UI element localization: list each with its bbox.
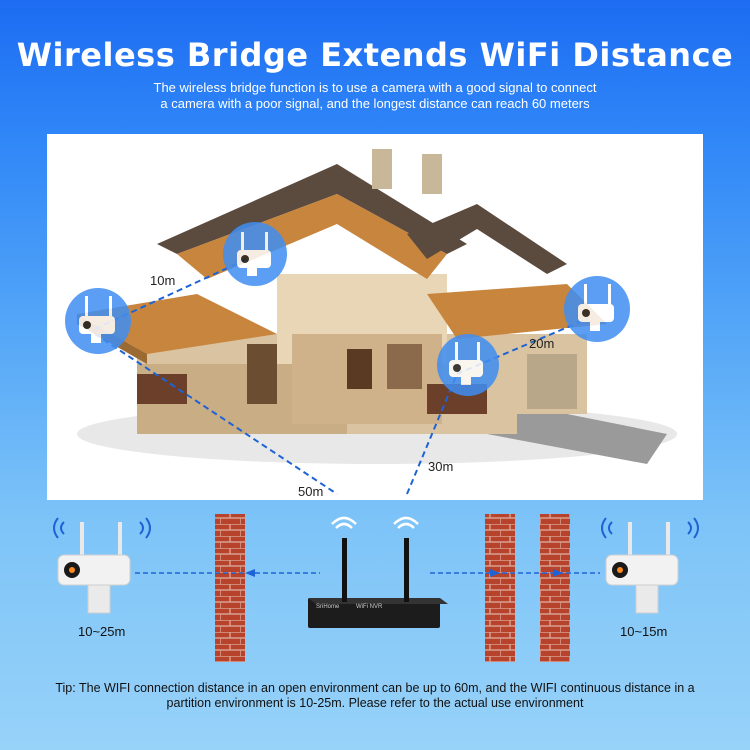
camera-bubble-right (564, 276, 630, 342)
chimney (372, 149, 392, 189)
pergola-right (427, 284, 607, 339)
nvr-brand: SriHome (316, 604, 340, 610)
wifi-signal-icons (331, 516, 419, 529)
distance-label-10m: 10m (150, 273, 176, 288)
camera-icon (237, 232, 271, 276)
distance-label-20m: 20m (529, 336, 555, 351)
distance-label-30m: 30m (428, 459, 454, 474)
nvr-device (308, 538, 448, 628)
camera-bubble-center (437, 334, 499, 396)
nvr-label: WiFi NVR (356, 604, 383, 610)
wall-diagram-graphics (53, 514, 699, 662)
distance-label-50m: 50m (298, 484, 324, 499)
left-camera-range: 10~25m (78, 624, 126, 639)
door (247, 344, 277, 404)
camera-bubble-upper (223, 222, 287, 286)
camera-icon (578, 284, 614, 331)
left-camera (53, 517, 151, 614)
page-title: Wireless Bridge Extends WiFi Distance (16, 36, 734, 74)
footer-tip: Tip: The WIFI connection distance in an … (55, 681, 695, 710)
camera-icon (449, 342, 483, 385)
brick-wall-left (215, 514, 245, 662)
page-subtitle: The wireless bridge function is to use a… (153, 80, 597, 111)
house-illustration-panel: 10m 20m 30m 50m (47, 134, 703, 500)
camera-icon (79, 296, 115, 343)
brick-wall-right-2 (540, 514, 570, 662)
driveway (487, 404, 667, 464)
brick-wall-right-1 (485, 514, 515, 662)
wall-penetration-diagram: SriHome WiFi NVR 10~25m 10~15m (0, 500, 750, 680)
chimney-2 (422, 154, 442, 194)
right-camera (601, 517, 699, 614)
right-camera-range: 10~15m (620, 624, 668, 639)
camera-bubble-left (65, 288, 131, 354)
